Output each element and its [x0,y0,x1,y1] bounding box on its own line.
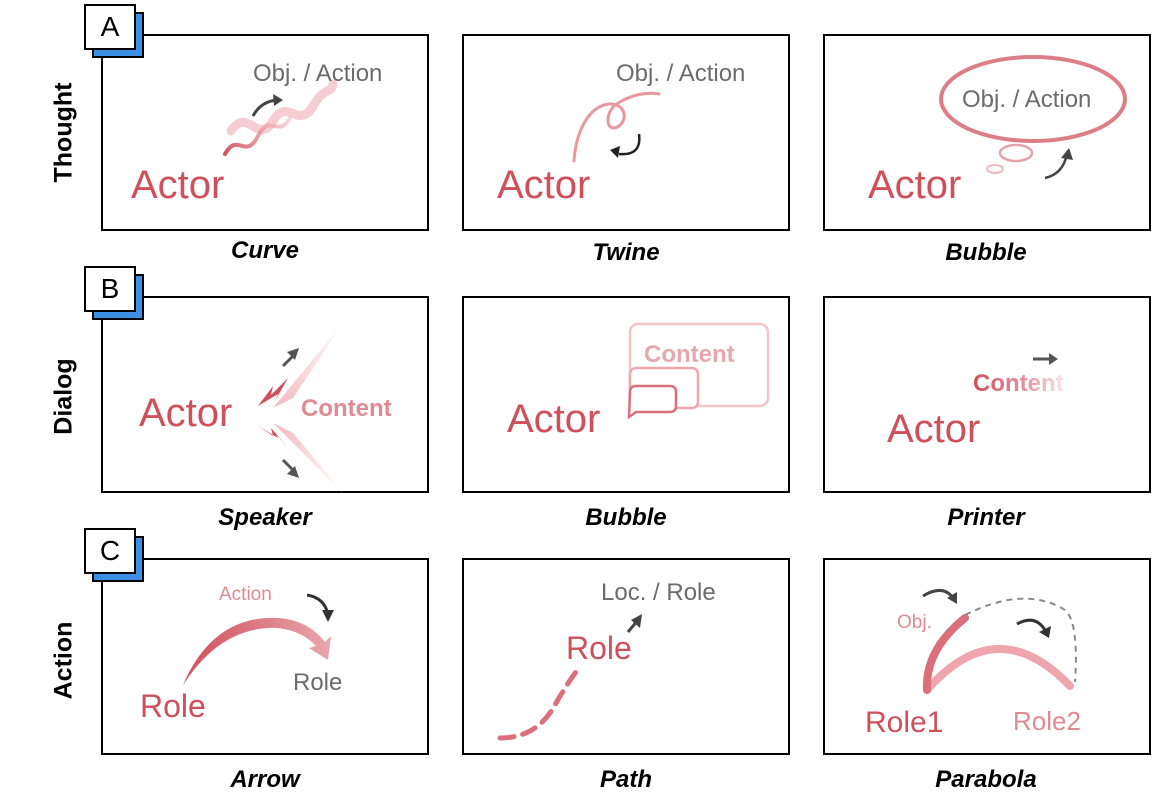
arrow-action-text: Action [219,584,272,605]
caption-speaker: Speaker [218,504,312,531]
parabola-arrow-mid-icon [1016,618,1047,631]
speaker-spark-top [258,378,288,406]
caption-arrow: Arrow [230,766,300,793]
printer-content-text: Content [973,370,1064,397]
caption-path: Path [599,766,652,793]
caption-thought-bubble: Bubble [945,239,1027,266]
parabola-obj-text: Obj. [897,612,932,633]
twine-arrow-icon [618,133,641,156]
thought-bubble-large [939,55,1127,143]
panel-action-path: Loc. / Role Role [462,558,790,755]
row-label-thought: Thought [49,82,78,183]
caption-curve: Curve [230,237,300,264]
caption-dialog-bubble: Bubble [585,504,667,531]
panel-dialog-bubble: Content Actor [462,296,790,493]
curve-target-text: Obj. / Action [253,60,382,87]
dialog-bubble-content-text: Content [644,341,735,368]
thought-bubble-illustration: Obj. / Action Actor [868,55,1127,207]
panel-dialog-printer: Content Actor [823,296,1151,493]
speaker-wedge-bottom [273,423,343,493]
parabola-role1-text: Role1 [865,706,943,739]
panel-thought-bubble: Obj. / Action Actor [823,34,1151,231]
twine-illustration: Obj. / Action Actor [497,60,745,207]
dialog-bubble-actor-text: Actor [507,397,600,441]
caption-printer: Printer [947,504,1025,531]
panel-thought-curve: Obj. / Action Actor [101,34,429,231]
dialog-bubble-small [627,384,678,420]
badge-c: C [84,528,144,582]
curve-actor-text: Actor [131,163,224,207]
panel-action-arrow: Action Role Role [101,558,429,755]
caption-twine: Twine [592,239,660,266]
badge-a: A [84,4,144,58]
arrow-role-text: Role [140,688,206,724]
speaker-content-text: Content [301,395,392,422]
path-illustration: Loc. / Role Role [497,579,716,741]
twine-curl [572,91,661,163]
printer-actor-text: Actor [887,407,980,451]
arrow-target-text: Role [293,669,342,696]
row-label-dialog: Dialog [49,358,78,435]
speaker-actor-text: Actor [139,391,232,435]
thought-bubble-medium [998,143,1034,163]
parabola-arc-dark [922,614,969,694]
panel-action-parabola: Obj. Role1 Role2 [823,558,1151,755]
arrow-illustration: Action Role Role [140,584,342,724]
action-dashed-path [497,669,579,741]
parabola-illustration: Obj. Role1 Role2 [865,589,1081,739]
speaker-wedge-top [273,323,343,408]
curve-illustration: Obj. / Action Actor [131,60,382,207]
thought-bubble-actor-text: Actor [868,163,961,207]
curve-wave [223,114,293,156]
action-arc-arrow [183,617,331,685]
twine-target-text: Obj. / Action [616,60,745,87]
dialog-bubble-illustration: Content Actor [507,322,770,441]
parabola-dashed-trajectory [964,597,1077,683]
printer-illustration: Content Actor [887,353,1064,451]
row-label-action: Action [49,621,78,700]
path-role-text: Role [566,630,632,666]
thought-bubble-target-text: Obj. / Action [962,86,1091,113]
parabola-role2-text: Role2 [1013,706,1081,736]
parabola-arrow-top-icon [922,589,955,599]
badge-b: B [84,266,144,320]
parabola-arc-light [923,645,1074,694]
panel-dialog-speaker: Actor Content [101,296,429,493]
speaker-illustration: Actor Content [139,323,392,493]
twine-actor-text: Actor [497,163,590,207]
thought-bubble-small [986,164,1004,174]
panel-thought-twine: Obj. / Action Actor [462,34,790,231]
caption-parabola: Parabola [935,766,1037,793]
curve-wave-light [226,79,338,136]
path-target-text: Loc. / Role [601,579,716,606]
speaker-spark-bottom [258,426,288,448]
